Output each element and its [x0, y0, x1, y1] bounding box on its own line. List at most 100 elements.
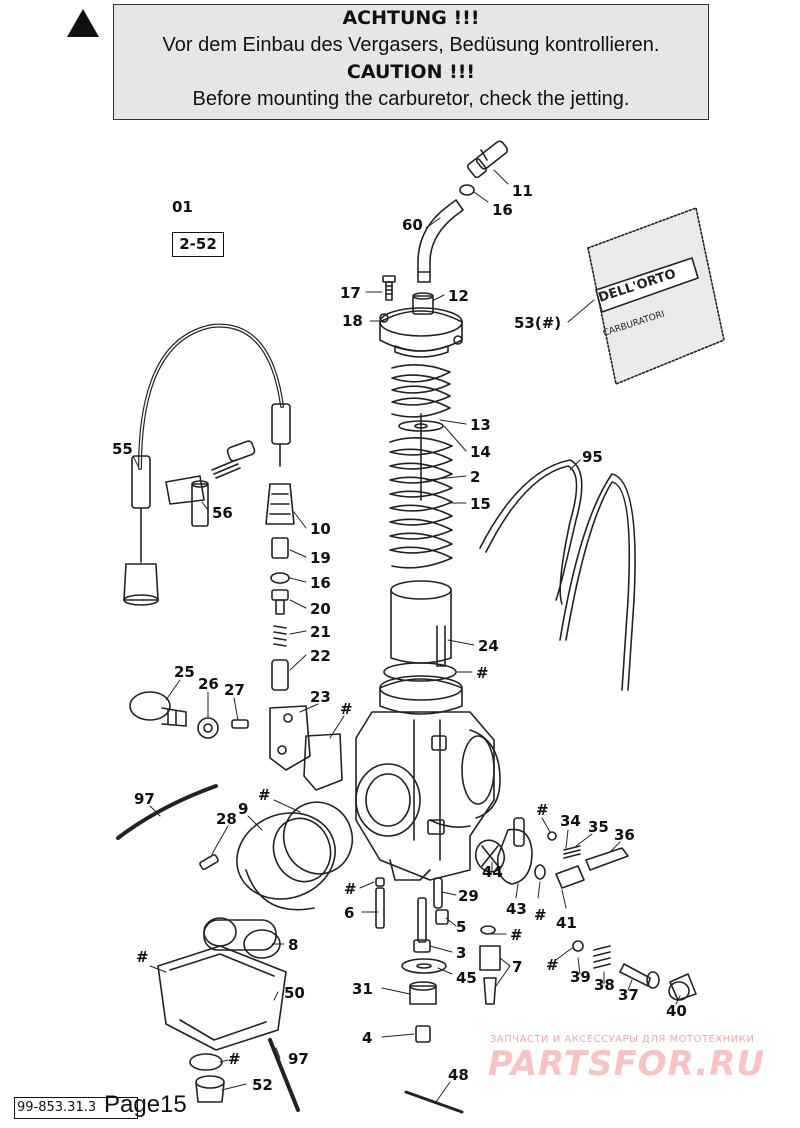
callout-hash-9: #: [546, 956, 559, 974]
callout-hash-8: #: [136, 948, 149, 966]
caution-text-de: Vor dem Einbau des Vergasers, Bedüsung k…: [162, 34, 660, 56]
callout-hash-6: #: [534, 906, 547, 924]
callout-20: 20: [310, 600, 331, 618]
callout-97b: 97: [288, 1050, 309, 1068]
part-9-funnel: [236, 812, 336, 911]
part-36-screw: [585, 847, 629, 871]
callout-34: 34: [560, 812, 581, 830]
callout-hash-3: #: [258, 786, 271, 804]
part-29-tube: [433, 877, 443, 909]
callout-hash-7: #: [510, 926, 523, 944]
part-16-nut: [270, 572, 290, 584]
callout-44: 44: [482, 863, 503, 881]
part-23-housing: [269, 705, 311, 771]
part-3-needle-jet: [413, 897, 431, 953]
callout-39: 39: [570, 968, 591, 986]
callout-hash-1: #: [476, 664, 489, 682]
caution-heading-en: CAUTION !!!: [346, 61, 476, 83]
part-15-spring: [389, 437, 453, 569]
part-31-jet-holder: [409, 981, 437, 1005]
callout-40: 40: [666, 1002, 687, 1020]
part-52-plug: [189, 1053, 225, 1103]
part-56-sleeve: [165, 475, 209, 527]
callout-53: 53(#): [514, 314, 561, 332]
part-26-nut: [197, 717, 219, 739]
callout-56: 56: [212, 504, 233, 522]
callout-21: 21: [310, 623, 331, 641]
part-97-hose-b: [268, 1038, 300, 1112]
gasket-23: [303, 733, 343, 791]
part-40-cap: [668, 973, 697, 1001]
callout-55: 55: [112, 440, 133, 458]
callout-5: 5: [456, 918, 466, 936]
callout-95: 95: [582, 448, 603, 466]
part-7-valve: [479, 925, 501, 1005]
part-55-cable: [123, 323, 291, 606]
callout-19: 19: [310, 549, 331, 567]
callout-hash-2: #: [340, 700, 353, 718]
part-12-fitting: [412, 292, 434, 315]
callout-26: 26: [198, 675, 219, 693]
callout-14: 14: [470, 443, 491, 461]
callout-16: 16: [492, 201, 513, 219]
part-25-screw: [129, 691, 187, 727]
callout-25: 25: [174, 663, 195, 681]
callout-9: 9: [238, 800, 248, 818]
callout-11: 11: [512, 182, 533, 200]
watermark-logo: PARTSFOR.RU: [488, 1044, 766, 1084]
callout-35: 35: [588, 818, 609, 836]
part-37-screw: [619, 963, 660, 989]
part-21-spring: [273, 625, 287, 647]
callout-12: 12: [448, 287, 469, 305]
part-24-slide: [390, 580, 452, 667]
callout-23: 23: [310, 688, 331, 706]
callout-36: 36: [614, 826, 635, 844]
gasket-9: [282, 801, 354, 875]
part-45-washer: [401, 958, 447, 974]
part-5-jet: [435, 909, 449, 925]
callout-45: 45: [456, 969, 477, 987]
cable-adjuster: [211, 440, 256, 479]
callout-24: 24: [478, 637, 499, 655]
reference-box: 2-52: [172, 232, 224, 257]
page-label: Page15: [104, 1091, 187, 1118]
callout-41: 41: [556, 914, 577, 932]
callout-16b: 16: [310, 574, 331, 592]
callout-48: 48: [448, 1066, 469, 1084]
part-22-piston: [271, 659, 289, 691]
caution-heading-de: ACHTUNG !!!: [342, 7, 480, 29]
watermark-tagline: ЗАПЧАСТИ И АКСЕССУАРЫ ДЛЯ МОТОТЕХНИКИ: [490, 1034, 755, 1045]
part-16-nut-top: [459, 184, 475, 196]
callout-4: 4: [362, 1029, 372, 1047]
callout-38: 38: [594, 976, 615, 994]
reference-number: 01: [172, 198, 193, 216]
callout-18: 18: [342, 312, 363, 330]
callout-52: 52: [252, 1076, 273, 1094]
callout-60: 60: [402, 216, 423, 234]
callout-2: 2: [470, 468, 480, 486]
callout-27: 27: [224, 681, 245, 699]
part-10-boot: [265, 483, 295, 525]
part-27-screw: [231, 719, 249, 729]
part-35-spring: [563, 845, 581, 859]
callout-29: 29: [458, 887, 479, 905]
part-17-screw: [382, 275, 396, 301]
part-60-hose: [417, 199, 464, 283]
part-38-spring: [593, 945, 611, 969]
callout-7: 7: [512, 958, 522, 976]
part-19-screw: [271, 537, 289, 559]
part-44-diaphragm: [474, 839, 506, 873]
callout-6: 6: [344, 904, 354, 922]
caution-text-en: Before mounting the carburetor, check th…: [192, 88, 630, 110]
part-4-main-jet: [415, 1025, 431, 1043]
warning-triangle-icon: [67, 9, 99, 37]
part-41-screw: [534, 864, 585, 889]
caution-box: ACHTUNG !!! Vor dem Einbau des Vergasers…: [113, 4, 709, 120]
part-48-rod: [404, 1090, 464, 1114]
part-6-jet: [375, 877, 385, 929]
part-39-washer: [572, 940, 584, 952]
part-13-spring: [391, 364, 451, 418]
callout-10: 10: [310, 520, 331, 538]
callout-22: 22: [310, 647, 331, 665]
